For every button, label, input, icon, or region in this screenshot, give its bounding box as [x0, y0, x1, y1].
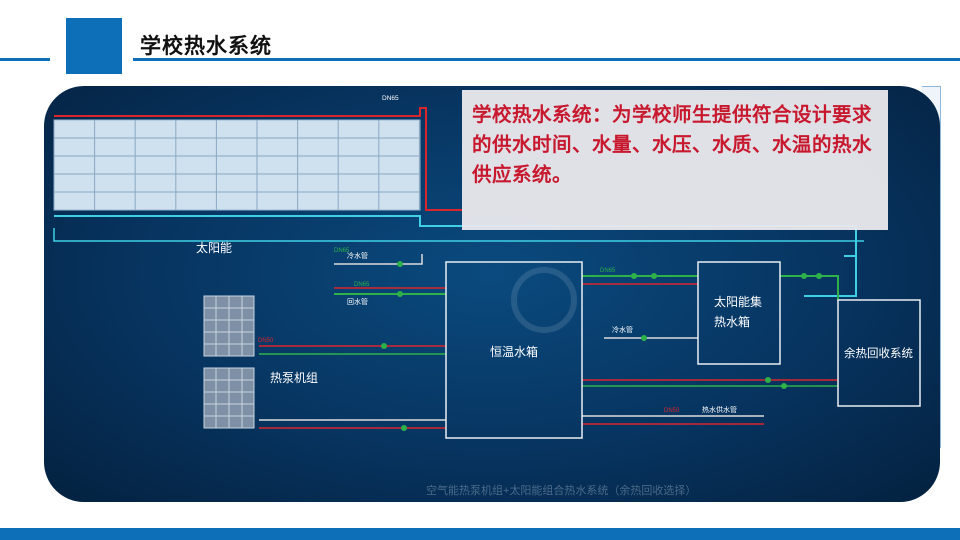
heat-pump-label: 热泵机组: [270, 371, 318, 385]
collector-feed-pipe: [804, 256, 857, 297]
collector-tank-label-2: 热水箱: [714, 314, 750, 329]
dn50-a: DN50: [258, 338, 274, 344]
constant-temp-tank: [445, 261, 583, 439]
dn50-b: DN50: [664, 408, 680, 414]
footer-bar: [0, 528, 960, 540]
dn65-top: DN65: [382, 95, 399, 102]
main-loop-pipe: [53, 228, 864, 242]
dn65-b: DN65: [354, 282, 370, 288]
valve-group: [381, 261, 822, 431]
hot-supply-pipe: [54, 107, 462, 211]
header-accent-square: [66, 18, 122, 74]
heat-pump-unit-1: [203, 295, 255, 357]
cold-water-line-1: [334, 254, 423, 265]
watermark-logo: [511, 267, 577, 333]
return-pipe-label: 回水管: [347, 297, 368, 306]
diagram-caption: 空气能热泵机组+太阳能组合热水系统（余热回收选择）: [426, 483, 696, 497]
solar-label: 太阳能: [196, 240, 232, 255]
header-rule-right: [133, 58, 960, 61]
system-diagram: 太阳能 恒温水箱 太阳能集 热水箱 热泵机组 余热回收系统 冷水管 回水管 冷水…: [44, 86, 940, 502]
dn65-a: DN65: [334, 248, 350, 254]
heat-recovery-box: [837, 299, 921, 407]
tank-label: 恒温水箱: [490, 344, 538, 359]
cold-pipe-label-2: 冷水管: [612, 325, 633, 334]
callout-text: 学校热水系统：为学校师生提供符合设计要求的供水时间、水量、水压、水质、水温的热水…: [472, 103, 873, 186]
dn65-c: DN65: [600, 268, 616, 274]
callout-box: 学校热水系统：为学校师生提供符合设计要求的供水时间、水量、水压、水质、水温的热水…: [462, 90, 888, 230]
cold-pipe-label-1: 冷水管: [347, 251, 368, 260]
recovery-label: 余热回收系统: [844, 346, 913, 360]
header-rule-left: [0, 58, 50, 61]
page-title: 学校热水系统: [140, 34, 272, 58]
collector-tank: [697, 261, 781, 365]
collector-to-recovery-pipe: [780, 275, 839, 300]
collector-tank-label-1: 太阳能集: [714, 294, 762, 309]
hot-supply-label: 热水供水管: [702, 405, 737, 414]
solar-panel-array: [53, 119, 421, 211]
heat-pump-unit-2: [203, 367, 255, 429]
